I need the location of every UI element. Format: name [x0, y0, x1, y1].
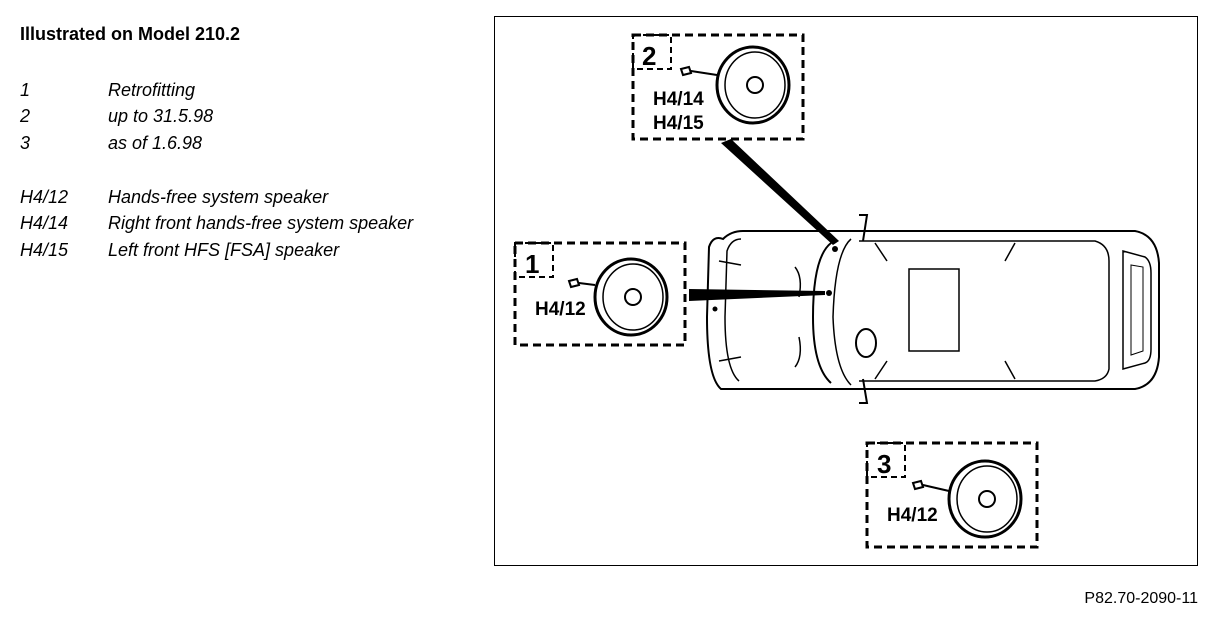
speaker-label-h4-15: H4/15 — [653, 113, 704, 134]
speaker-box-1: 1 H4/12 — [513, 241, 687, 347]
vehicle-speaker-diagram: 1 H4/12 2 H4/14 H4/15 — [513, 33, 1160, 549]
legend-key: H4/14 — [20, 213, 69, 233]
leader-line-2 — [721, 139, 839, 245]
leader-line-1 — [689, 289, 825, 301]
speaker-icon — [567, 257, 669, 337]
car-outline — [705, 214, 1160, 404]
speaker-box-2: 2 H4/14 H4/15 — [631, 33, 805, 141]
speaker-icon — [679, 45, 791, 125]
speaker-label-h4-12: H4/12 — [535, 299, 586, 320]
legend-desc: as of 1.6.98 — [108, 133, 203, 153]
legend-desc: Right front hands-free system speaker — [108, 213, 414, 233]
legend-key: 1 — [20, 80, 31, 100]
figure-title: Illustrated on Model 210.2 — [20, 24, 241, 44]
speaker-box-3: 3 H4/12 — [865, 441, 1039, 549]
legend-desc: up to 31.5.98 — [108, 106, 214, 126]
speaker-label-h4-14: H4/14 — [653, 89, 704, 110]
box-number-2: 2 — [642, 41, 656, 71]
legend-desc: Retrofitting — [108, 80, 196, 100]
legend-key: H4/15 — [20, 240, 69, 260]
car-dots — [712, 246, 838, 312]
legend-key: 2 — [20, 106, 31, 126]
speaker-label-h4-12-b: H4/12 — [887, 505, 938, 526]
legend-key: H4/12 — [20, 187, 69, 207]
figure-reference-code: P82.70-2090-11 — [1084, 590, 1198, 607]
speaker-icon — [911, 459, 1023, 539]
legend-key: 3 — [20, 133, 31, 153]
legend-desc: Hands-free system speaker — [108, 187, 329, 207]
box-number-3: 3 — [877, 449, 891, 479]
box-number-1: 1 — [525, 249, 539, 279]
legend-desc: Left front HFS [FSA] speaker — [108, 240, 340, 260]
diagram-frame: 1 H4/12 2 H4/14 H4/15 — [494, 16, 1198, 566]
